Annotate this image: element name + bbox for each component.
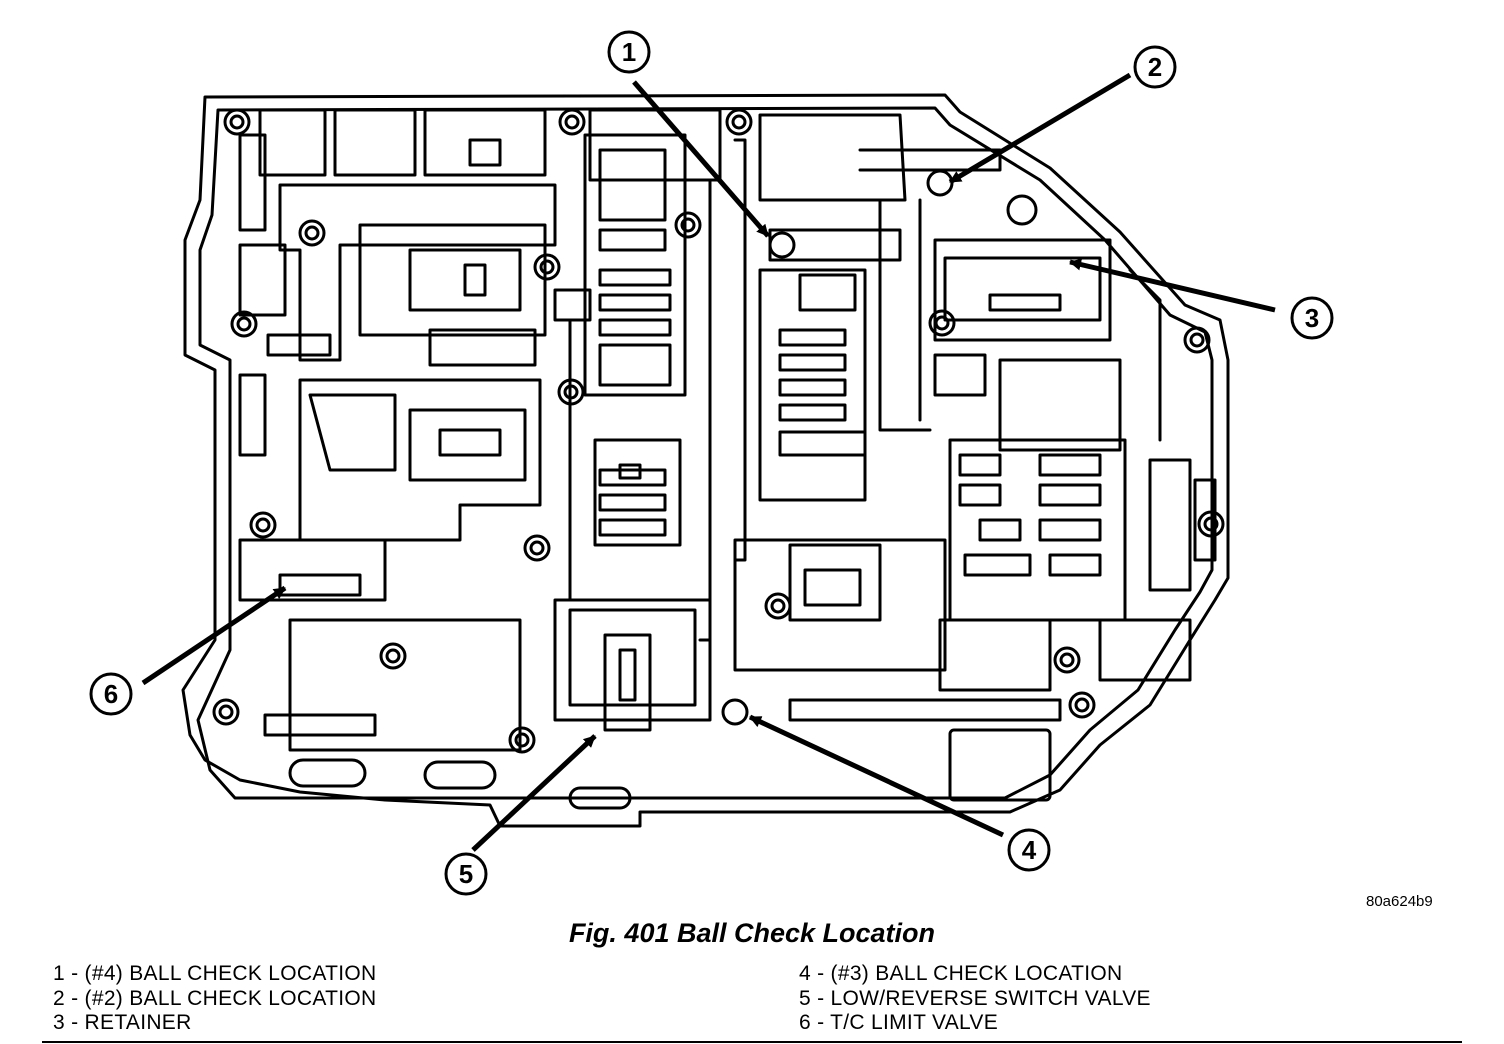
svg-text:4: 4 — [1022, 835, 1037, 865]
legend-item-2: 2 - (#2) BALL CHECK LOCATION — [53, 986, 377, 1010]
svg-text:1: 1 — [622, 37, 636, 67]
legend-item-5: 5 - LOW/REVERSE SWITCH VALVE — [799, 986, 1151, 1010]
bottom-rule — [42, 1041, 1462, 1043]
figure-caption: Fig. 401 Ball Check Location — [568, 918, 936, 948]
legend-item-4: 4 - (#3) BALL CHECK LOCATION — [799, 962, 1123, 985]
bottom-ports — [288, 728, 1052, 810]
leader-arrows — [141, 72, 1276, 852]
leader-3 — [1069, 258, 1276, 313]
legend-item-3: 3 - RETAINER — [53, 1011, 192, 1034]
leader-6 — [141, 585, 287, 686]
figure-id: 80a624b9 — [1366, 893, 1433, 910]
leader-4 — [748, 714, 1005, 838]
leader-2 — [948, 72, 1132, 185]
callout-5: 5 — [444, 852, 488, 896]
valve-body-diagram: 1 2 3 4 5 6 — [89, 30, 1334, 896]
svg-text:2: 2 — [1148, 52, 1162, 82]
bolt-holes — [212, 108, 1225, 754]
valve-body-outline — [181, 93, 1230, 828]
callout-2: 2 — [1133, 45, 1177, 89]
svg-text:3: 3 — [1305, 303, 1319, 333]
svg-text:6: 6 — [104, 679, 118, 709]
callout-3: 3 — [1290, 296, 1334, 340]
svg-text:5: 5 — [459, 859, 473, 889]
leader-1 — [632, 80, 770, 238]
legend-right: 4 - (#3) BALL CHECK LOCATION 5 - LOW/REV… — [799, 962, 1151, 1036]
callout-4: 4 — [1007, 828, 1051, 872]
internal-passages — [238, 108, 1217, 752]
legend-item-1: 1 - (#4) BALL CHECK LOCATION — [53, 962, 377, 985]
leader-5 — [471, 734, 597, 852]
legend-item-6: 6 - T/C LIMIT VALVE — [799, 1011, 999, 1034]
callout-1: 1 — [607, 30, 651, 74]
callout-6: 6 — [89, 672, 133, 716]
legend-left: 1 - (#4) BALL CHECK LOCATION 2 - (#2) BA… — [53, 962, 376, 1036]
